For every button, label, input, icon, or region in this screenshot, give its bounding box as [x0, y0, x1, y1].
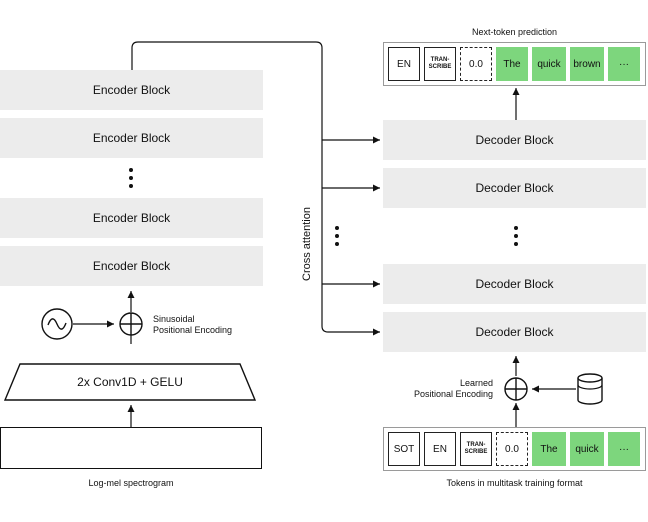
decoder-block-label: Decoder Block [475, 325, 554, 339]
log-mel-spectrogram-box [0, 427, 262, 469]
sinusoidal-label-line1: Sinusoidal [153, 314, 195, 324]
decoder-add-icon [504, 377, 528, 401]
output-token-strip: EN TRAN- SCRIBE 0.0 The quick brown ··· [383, 42, 646, 86]
next-token-caption: Next-token prediction [471, 27, 558, 37]
decoder-block-label: Decoder Block [475, 133, 554, 147]
learned-label-line1: Learned [459, 378, 493, 388]
encoder-block-label: Encoder Block [92, 83, 171, 97]
encoder-add-icon [119, 312, 143, 336]
decoder-ellipsis [514, 226, 518, 246]
decoder-block-label: Decoder Block [475, 181, 554, 195]
decoder-block: Decoder Block [383, 264, 646, 304]
sinusoidal-encoding-label: Sinusoidal Positional Encoding [153, 314, 263, 336]
decoder-block: Decoder Block [383, 168, 646, 208]
learned-encoding-label: Learned Positional Encoding [383, 378, 493, 400]
token: 0.0 [460, 47, 492, 81]
token: EN [388, 47, 420, 81]
learned-label-line2: Positional Encoding [413, 389, 493, 399]
token: TRAN- SCRIBE [460, 432, 492, 466]
tokens-caption: Tokens in multitask training format [446, 478, 583, 488]
token: The [532, 432, 566, 466]
decoder-block: Decoder Block [383, 312, 646, 352]
cross-attention-ellipsis [335, 226, 339, 246]
spectrogram-caption: Log-mel spectrogram [88, 478, 174, 488]
token: TRAN- SCRIBE [424, 47, 456, 81]
decoder-block-label: Decoder Block [475, 277, 554, 291]
input-token-strip: SOT EN TRAN- SCRIBE 0.0 The quick ··· [383, 427, 646, 471]
token: 0.0 [496, 432, 528, 466]
sinusoid-icon [41, 308, 73, 340]
token: quick [570, 432, 604, 466]
encoder-block: Encoder Block [0, 198, 263, 238]
token: ··· [608, 47, 640, 81]
token: SOT [388, 432, 420, 466]
token: brown [570, 47, 604, 81]
token: quick [532, 47, 566, 81]
conv-block-label: 2x Conv1D + GELU [77, 375, 183, 389]
encoder-output-connector [131, 41, 329, 333]
cross-attention-label: Cross attention [301, 207, 313, 281]
token: The [496, 47, 528, 81]
decoder-block: Decoder Block [383, 120, 646, 160]
encoder-block: Encoder Block [0, 118, 263, 158]
token: EN [424, 432, 456, 466]
embedding-cylinder-icon [577, 373, 603, 405]
encoder-block-label: Encoder Block [92, 259, 171, 273]
encoder-block: Encoder Block [0, 70, 263, 110]
encoder-block-label: Encoder Block [92, 211, 171, 225]
encoder-block: Encoder Block [0, 246, 263, 286]
sinusoidal-label-line2: Positional Encoding [153, 325, 233, 335]
conv-trapezoid [3, 363, 257, 401]
encoder-block-label: Encoder Block [92, 131, 171, 145]
encoder-ellipsis [129, 168, 133, 188]
token: ··· [608, 432, 640, 466]
